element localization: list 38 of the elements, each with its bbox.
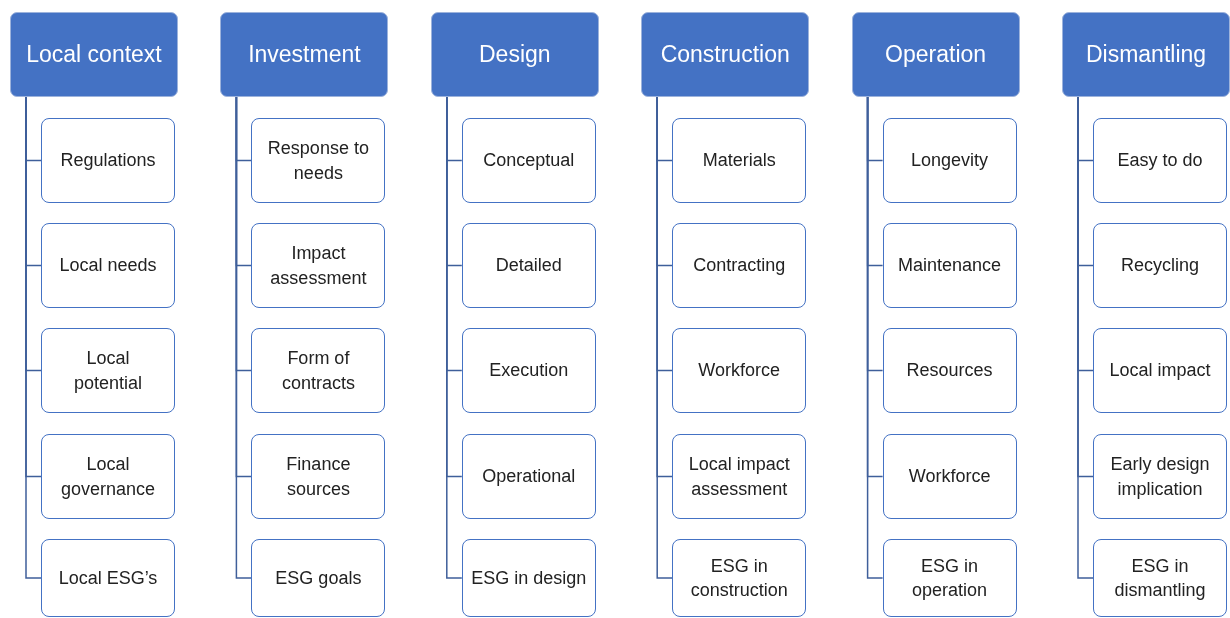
item-box: Contracting [672,223,807,308]
item-box: Impact assessment [251,223,386,308]
item-box: Operational [461,434,596,519]
item-box: Conceptual [461,118,596,203]
stage-header: Dismantling [1062,12,1230,97]
item-box: Workforce [672,328,807,413]
connector-line [235,96,253,579]
item-box: Local ESG’s [41,539,175,617]
item-box: Materials [672,118,807,203]
item-box: Execution [461,328,596,413]
item-box: Local governance [41,434,175,519]
item-box: Recycling [1093,223,1227,308]
item-box: Local impact [1093,328,1227,413]
item-box: Response to needs [251,118,386,203]
stage-header: Operation [851,12,1020,97]
item-box: Form of contracts [251,328,386,413]
item-box: Easy to do [1093,118,1227,203]
stage-header: Construction [641,12,810,97]
item-box: Resources [882,328,1017,413]
item-box: Local impact assessment [672,434,807,519]
item-box: Detailed [461,223,596,308]
item-box: ESG in operation [882,539,1017,617]
item-box: Workforce [882,434,1017,519]
item-box: Longevity [882,118,1017,203]
item-box: Finance sources [251,434,386,519]
connector-line [866,96,884,579]
item-box: Local potential [41,328,175,413]
item-box: Regulations [41,118,175,203]
item-box: Maintenance [882,223,1017,308]
item-box: ESG in construction [672,539,807,617]
item-box: Early design implication [1093,434,1227,519]
item-box: ESG goals [251,539,386,617]
stage-header: Design [430,12,599,97]
stage-header: Local context [10,12,178,97]
item-box: ESG in design [461,539,596,617]
item-box: ESG in dismantling [1093,539,1227,617]
stage-header: Investment [220,12,389,97]
item-box: Local needs [41,223,175,308]
